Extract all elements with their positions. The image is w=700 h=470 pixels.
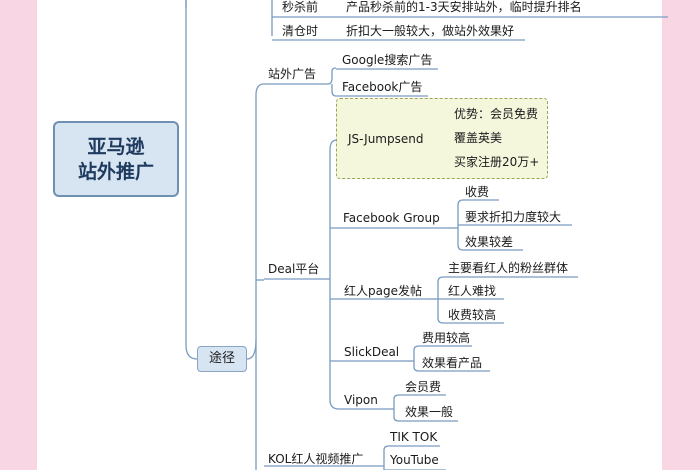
- fb-group-item-discount: 要求折扣力度较大: [465, 210, 562, 224]
- tujing-node: 途径: [197, 346, 247, 372]
- js-jumpsend-box: [336, 98, 548, 179]
- offsite-ads-node: 站外广告: [268, 67, 317, 81]
- vipon-node: Vipon: [344, 393, 378, 407]
- influencer-item-hard: 红人难找: [448, 284, 497, 298]
- kol-item-tiktok: TIK TOK: [390, 430, 438, 444]
- kol-item-youtube: YouTube: [390, 453, 439, 467]
- top-row-2-text: 折扣大一般较大，做站外效果好: [346, 24, 515, 38]
- mindmap-canvas: [37, 0, 662, 470]
- js-item-coverage: 覆盖英美: [454, 131, 503, 145]
- slickdeal-node: SlickDeal: [344, 345, 400, 359]
- deal-platform-node: Deal平台: [268, 262, 320, 276]
- root-node: 亚马逊 站外推广: [53, 121, 179, 197]
- vipon-item-fee: 会员费: [405, 380, 442, 394]
- influencer-item-fans: 主要看红人的粉丝群体: [448, 261, 569, 275]
- js-item-buyers: 买家注册20万+: [454, 155, 540, 169]
- root-line-2: 站外推广: [77, 161, 154, 183]
- vipon-item-effect: 效果一般: [405, 405, 454, 419]
- fb-group-item-fee: 收费: [465, 185, 490, 199]
- facebook-ads-node: Facebook广告: [342, 80, 423, 94]
- fb-group-item-effect: 效果较差: [465, 235, 514, 249]
- slickdeal-item-effect: 效果看产品: [422, 356, 483, 370]
- facebook-group-node: Facebook Group: [343, 211, 440, 225]
- google-ads-node: Google搜索广告: [342, 53, 433, 67]
- js-jumpsend-node: JS-Jumpsend: [348, 132, 424, 146]
- top-row-1-text: 产品秒杀前的1-3天安排站外，临时提升排名: [346, 0, 582, 14]
- top-row-1-label: 秒杀前: [282, 0, 319, 14]
- root-line-1: 亚马逊: [87, 136, 145, 158]
- kol-node: KOL红人视频推广: [268, 452, 364, 466]
- slickdeal-item-cost: 费用较高: [422, 331, 471, 345]
- influencer-page-node: 红人page发帖: [344, 284, 422, 298]
- top-row-2-label: 清仓时: [282, 24, 319, 38]
- influencer-item-cost: 收费较高: [448, 308, 497, 322]
- js-item-advantage: 优势：会员免费: [454, 107, 539, 121]
